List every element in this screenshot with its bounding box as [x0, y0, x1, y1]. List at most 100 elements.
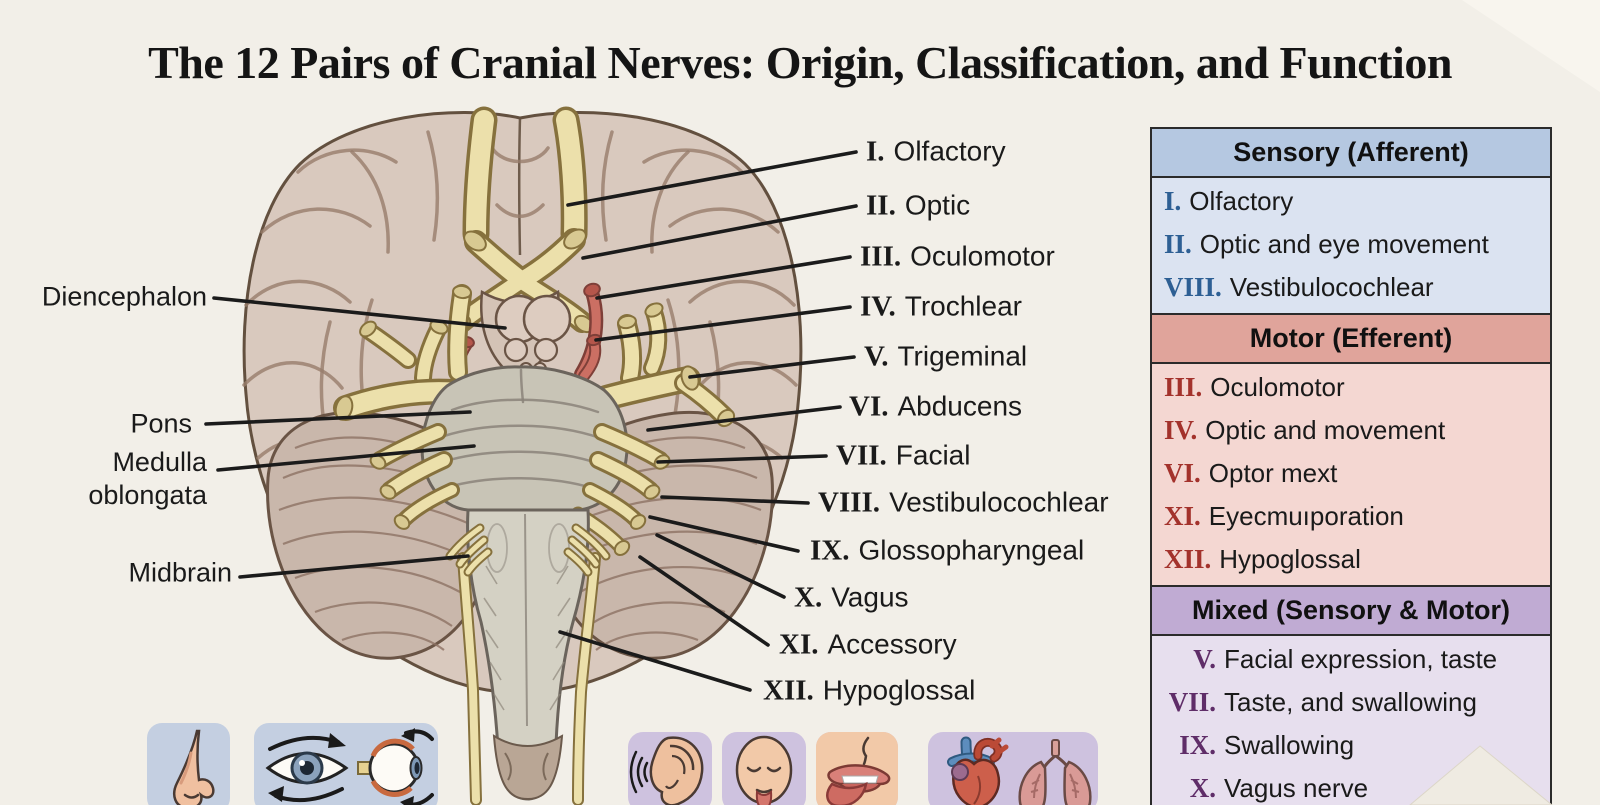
nerve-name: Oculomotor — [910, 240, 1055, 272]
row-numeral: V. — [1193, 644, 1216, 674]
upper-cranial-nerves — [333, 284, 736, 428]
table-row-oculomotor: III.Oculomotor — [1152, 366, 1550, 409]
midbrain-structures — [480, 289, 572, 382]
region-label-medulla-oblongata: Medulla oblongata — [88, 447, 207, 510]
row-numeral: XI. — [1164, 501, 1201, 531]
row-text: Vestibulocochlear — [1229, 272, 1434, 302]
row-numeral: VIII. — [1164, 272, 1222, 302]
ear-hearing-icon — [628, 732, 712, 805]
nerve-name: Trochlear — [904, 290, 1022, 322]
row-numeral: VI. — [1164, 458, 1201, 488]
row-numeral: II. — [1164, 229, 1192, 259]
nerve-label-trigeminal: V.Trigeminal — [864, 341, 1027, 374]
row-numeral: I. — [1164, 186, 1182, 216]
heart-lungs-tile — [928, 732, 1098, 805]
table-row-abducens: VI.Optor mext — [1152, 452, 1550, 495]
row-numeral: III. — [1164, 372, 1203, 402]
nerve-label-accessory: XI.Accessory — [779, 629, 957, 662]
heart-icon — [947, 736, 1009, 805]
nerve-name: Optic — [904, 189, 971, 221]
classification-table: Sensory (Afferent) I.Olfactory II.Optic … — [1150, 127, 1552, 805]
region-label-diencephalon: Diencephalon — [41, 281, 207, 312]
table-row-vagus: X. Vagus nerve — [1152, 767, 1550, 805]
table-header-motor: Motor (Efferent) — [1152, 313, 1550, 364]
nerve-numeral: I. — [866, 135, 885, 168]
row-numeral: IV. — [1164, 415, 1198, 445]
nerve-rootlets — [445, 523, 611, 577]
page-title: The 12 Pairs of Cranial Nerves: Origin, … — [148, 37, 1452, 88]
lungs-icon — [1018, 739, 1092, 805]
row-text: Vagus nerve — [1224, 773, 1369, 803]
medulla-spinal-cord — [466, 508, 590, 801]
row-text: Oculomotor — [1210, 372, 1345, 402]
table-row-olfactory: I.Olfactory — [1152, 180, 1550, 223]
row-numeral: X. — [1189, 773, 1216, 803]
nerve-label-hypoglossal: XII.Hypoglossal — [763, 675, 975, 708]
paper-sheen — [1462, 0, 1600, 92]
row-text: Hypoglossal — [1219, 544, 1361, 574]
nerve-name: Abducens — [897, 390, 1023, 422]
leader-lines — [204, 150, 858, 692]
table-body-motor: III.Oculomotor IV.Optic and movement VI.… — [1152, 364, 1550, 585]
table-row-glossopharyngeal: IX. Swallowing — [1152, 724, 1550, 767]
nerve-label-vestibulocochlear: VIII.Vestibulocochlear — [818, 487, 1109, 520]
eye-movement-icon — [254, 723, 438, 805]
nerve-label-vagus: X.Vagus — [794, 582, 909, 615]
nerve-label-oculomotor: III.Oculomotor — [860, 241, 1055, 274]
nerve-name: Vagus — [831, 581, 909, 613]
table-body-sensory: I.Olfactory II.Optic and eye movement VI… — [1152, 178, 1550, 313]
nerve-label-facial: VII.Facial — [836, 440, 970, 473]
nerve-numeral: VII. — [836, 439, 887, 472]
table-row-vestibulocochlear: VIII.Vestibulocochlear — [1152, 266, 1550, 309]
row-numeral: VII. — [1168, 687, 1216, 717]
row-text: Taste, and swallowing — [1224, 687, 1477, 717]
nerve-numeral: II. — [866, 189, 896, 222]
row-text: Olfactory — [1189, 186, 1294, 216]
nerve-name: Trigeminal — [897, 340, 1028, 372]
row-numeral: XII. — [1164, 544, 1212, 574]
nerve-numeral: XI. — [779, 628, 819, 661]
table-row-accessory: XI.Eyecmuıporation — [1152, 495, 1550, 538]
page-curl-decoration — [1409, 745, 1553, 805]
nerve-label-olfactory: I.Olfactory — [866, 136, 1006, 169]
face-tongue-icon — [722, 732, 806, 805]
nerve-label-trochlear: IV.Trochlear — [860, 291, 1022, 324]
nose-icon — [147, 723, 230, 805]
nerve-label-glossopharyngeal: IX.Glossopharyngeal — [810, 535, 1084, 568]
nerve-label-abducens: VI.Abducens — [849, 391, 1022, 424]
nerve-numeral: V. — [864, 340, 889, 373]
row-text: Eyecmuıporation — [1208, 501, 1404, 531]
nerve-name: Accessory — [827, 628, 957, 660]
row-text: Optic and eye movement — [1199, 229, 1489, 259]
nerve-numeral: IX. — [810, 534, 850, 567]
row-text: Optor mext — [1208, 458, 1338, 488]
nerve-name: Vestibulocochlear — [889, 486, 1109, 518]
row-text: Swallowing — [1224, 730, 1355, 760]
table-row-hypoglossal: XII.Hypoglossal — [1152, 538, 1550, 581]
nerve-name: Glossopharyngeal — [858, 534, 1085, 566]
mouth-tongue-icon — [816, 732, 898, 805]
region-label-pons: Pons — [130, 408, 192, 439]
table-row-facial: VII. Taste, and swallowing — [1152, 681, 1550, 724]
nerve-name: Facial — [895, 439, 971, 471]
nerve-name: Hypoglossal — [822, 674, 976, 706]
olfactory-tracts — [462, 106, 588, 248]
nerve-label-optic: II. Optic — [866, 190, 970, 223]
accessory-nerve-strands — [457, 552, 601, 805]
region-label-midbrain: Midbrain — [128, 557, 232, 588]
nerve-numeral: IV. — [860, 290, 896, 323]
nerve-numeral: X. — [794, 581, 823, 614]
row-text: Facial expression, taste — [1224, 644, 1498, 674]
table-row-trigeminal: V. Facial expression, taste — [1152, 638, 1550, 681]
table-row-optic: II.Optic and eye movement — [1152, 223, 1550, 266]
table-header-mixed: Mixed (Sensory & Motor) — [1152, 585, 1550, 636]
nerve-numeral: XII. — [763, 674, 814, 707]
table-body-mixed: V. Facial expression, taste VII. Taste, an… — [1152, 636, 1550, 805]
row-numeral: IX. — [1179, 730, 1216, 760]
table-header-sensory: Sensory (Afferent) — [1152, 129, 1550, 178]
nerve-numeral: III. — [860, 240, 902, 273]
nerve-numeral: VI. — [849, 390, 889, 423]
table-row-trochlear: IV.Optic and movement — [1152, 409, 1550, 452]
